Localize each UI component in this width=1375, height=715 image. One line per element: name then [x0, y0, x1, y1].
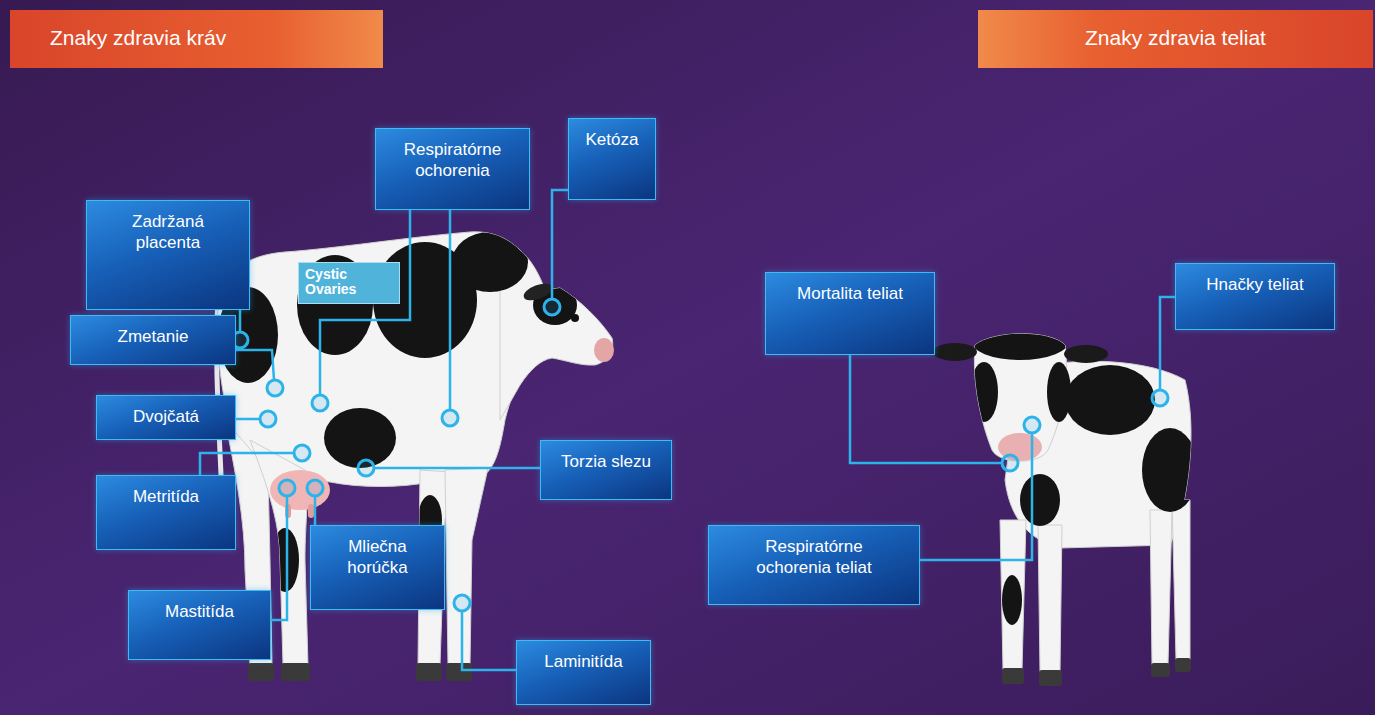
marker-circles-part: [544, 299, 560, 315]
box-label: Mastitída: [137, 601, 262, 622]
label-box: Torzia slezu: [540, 440, 672, 500]
marker-circles-part: [267, 380, 283, 396]
leader-lines-part: [552, 190, 568, 299]
label-box: Respiratórne ochorenia: [375, 128, 530, 210]
box-label: Respiratórne ochorenia teliat: [739, 536, 889, 579]
marker-circles: [232, 299, 1168, 611]
calf-figure-part-part: [1172, 500, 1190, 660]
box-label: Hnačky teliat: [1190, 274, 1320, 295]
box-label: Laminitída: [525, 651, 642, 672]
calf-figure-part-part: [1002, 668, 1024, 684]
cow-figure-part-part: [271, 528, 299, 592]
leader-lines-part: [374, 467, 540, 470]
box-label: Dvojčatá: [105, 406, 227, 427]
cow-figure-part-part: [416, 663, 442, 681]
box-label: Cystic Ovaries: [305, 267, 375, 296]
label-box: Mortalita teliat: [765, 272, 935, 355]
cow-figure-part: [571, 314, 579, 322]
box-label: Ketóza: [577, 129, 647, 150]
box-label: Zmetanie: [79, 326, 227, 347]
calf-figure-part-part: [970, 320, 1070, 360]
box-label: Zadržaná placenta: [118, 211, 218, 254]
marker-circles-part: [294, 445, 310, 461]
cow-figure-part-part: [217, 232, 548, 487]
calf-figure-part: [1064, 345, 1108, 363]
leader-lines-part: [314, 496, 317, 525]
cow-figure-part-part: [248, 663, 274, 681]
calf-figure-part-part: [1039, 670, 1062, 686]
box-label: Respiratórne ochorenia: [388, 139, 518, 182]
marker-circles-part: [279, 480, 295, 496]
header-bar: Znaky zdravia teliat: [978, 10, 1373, 68]
calf-figure-part-part: [1175, 658, 1191, 672]
label-box: Mastitída: [128, 590, 271, 660]
cow-figure-part: [308, 504, 314, 518]
cow-figure-part-part: [446, 663, 472, 681]
box-label: Znaky zdravia kráv: [50, 25, 363, 50]
leader-lines-part: [462, 611, 516, 670]
cow-figure-part: [594, 338, 614, 362]
marker-circles-part: [442, 410, 458, 426]
box-label: Mortalita teliat: [795, 283, 905, 304]
marker-circles-part: [454, 595, 470, 611]
marker-circles-part: [1024, 417, 1040, 433]
label-box: Respiratórne ochorenia teliat: [708, 525, 920, 605]
calf-figure-part-part: [1150, 510, 1172, 665]
cow-figure-part-part: [445, 468, 488, 665]
label-box: Hnačky teliat: [1175, 263, 1335, 330]
label-box: Ketóza: [568, 118, 656, 200]
cow-figure-part: [248, 663, 472, 681]
box-label: Znaky zdravia teliat: [998, 25, 1353, 50]
calf-figure-part-part: [1065, 365, 1155, 435]
leader-lines-part: [449, 210, 452, 410]
cow-figure-part-part: [324, 408, 396, 468]
tag-box: Cystic Ovaries: [298, 262, 400, 304]
leader-lines-part: [850, 355, 1002, 463]
calf-figure-part-part: [1151, 663, 1170, 677]
leader-lines-part: [200, 453, 294, 475]
label-box: Laminitída: [516, 640, 651, 705]
leader-lines-part: [920, 433, 1032, 560]
header-bar: Znaky zdravia kráv: [10, 10, 383, 68]
leader-lines-part: [239, 310, 242, 332]
cow-figure-part-part: [452, 232, 528, 292]
label-box: Mliečna horúčka: [310, 525, 445, 610]
calf-figure-part-part: [1000, 520, 1026, 670]
leader-lines-part: [1160, 297, 1175, 390]
marker-circles-part: [1002, 455, 1018, 471]
marker-circles-part: [312, 395, 328, 411]
calf-figure-part: [970, 320, 1198, 625]
calf-figure-part-part: [1002, 575, 1022, 625]
label-box: Zadržaná placenta: [86, 200, 250, 310]
cow-figure-part: [218, 232, 577, 592]
marker-circles-part: [1152, 390, 1168, 406]
leader-lines: [200, 190, 1175, 670]
box-label: Mliečna horúčka: [328, 536, 428, 579]
marker-circles-part: [307, 480, 323, 496]
calf-figure-part: [1002, 658, 1191, 686]
calf-figure: [933, 320, 1198, 686]
cow-figure-part-part: [281, 663, 310, 681]
label-box: Metritída: [96, 475, 236, 550]
box-label: Torzia slezu: [551, 451, 661, 472]
calf-figure-part: [933, 343, 977, 361]
cow-figure-part: [270, 470, 330, 510]
calf-figure-part-part: [1020, 474, 1060, 526]
box-label: Metritída: [105, 486, 227, 507]
calf-figure-part-part: [970, 362, 998, 422]
label-box: Zmetanie: [70, 315, 236, 365]
marker-circles-part: [260, 411, 276, 427]
calf-figure-part-part: [1142, 428, 1198, 512]
calf-figure-part-part: [1038, 525, 1062, 672]
leader-lines-part: [230, 350, 274, 380]
label-box: Dvojčatá: [96, 395, 236, 440]
marker-circles-part: [358, 460, 374, 476]
